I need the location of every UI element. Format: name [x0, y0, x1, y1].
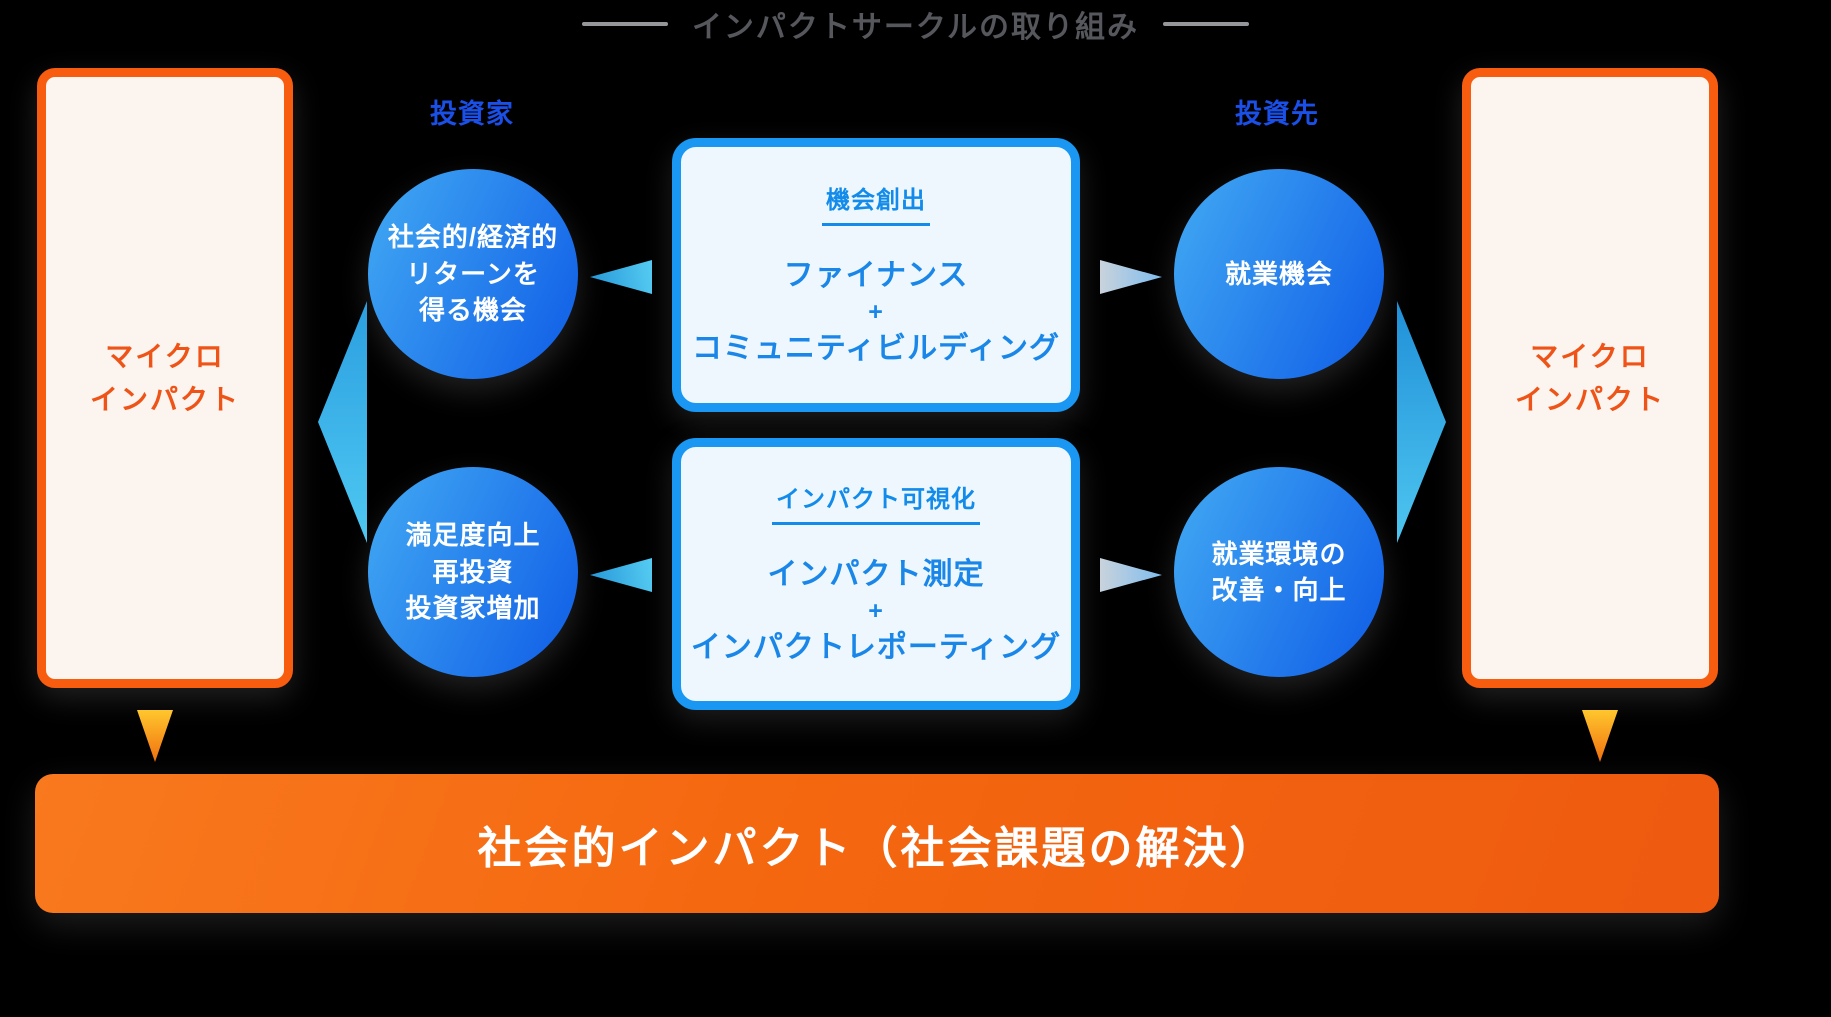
- action-box-impact-visualization: インパクト可視化 インパクト測定 + インパクトレポーティング: [672, 438, 1080, 710]
- circle-environment-line1: 就業環境の: [1211, 538, 1347, 569]
- diagram-title-row: インパクトサークルの取り組み: [0, 2, 1831, 46]
- down-arrow-right-icon: [1582, 710, 1618, 762]
- action-box-opportunity-creation: 機会創出 ファイナンス + コミュニティビルディング: [672, 138, 1080, 412]
- micro-impact-right-line2: インパクト: [1514, 384, 1665, 415]
- plus-sign: +: [868, 298, 884, 326]
- circle-work-environment: 就業環境の 改善・向上: [1174, 467, 1384, 677]
- title-dash-right-icon: [1163, 22, 1250, 26]
- opportunity-creation-header: 機会創出: [822, 180, 930, 226]
- circle-satisfaction-line2: 再投資: [432, 556, 514, 587]
- social-impact-bar: 社会的インパクト（社会課題の解決）: [35, 774, 1719, 913]
- social-impact-text: 社会的インパクト（社会課題の解決）: [477, 823, 1277, 873]
- circle-satisfaction-line1: 満足度向上: [405, 520, 541, 551]
- micro-impact-left-line1: マイクロ: [105, 340, 225, 372]
- opportunity-creation-line2: コミュニティビルディング: [691, 332, 1061, 365]
- micro-impact-left-line2: インパクト: [89, 384, 240, 415]
- big-arrow-right-icon: [1397, 301, 1446, 543]
- impact-visualization-body: インパクト測定 + インパクトレポーティング: [691, 553, 1061, 670]
- arrow-to-investor-top-icon: [590, 260, 652, 294]
- circle-employment-line1: 就業機会: [1224, 258, 1333, 289]
- investee-label: 投資先: [1235, 99, 1319, 129]
- opportunity-creation-body: ファイナンス + コミュニティビルディング: [692, 254, 1060, 371]
- circle-environment-line2: 改善・向上: [1211, 575, 1347, 605]
- impact-visualization-header: インパクト可視化: [772, 479, 980, 525]
- title-dash-left-icon: [581, 22, 668, 26]
- circle-satisfaction-line3: 投資家増加: [405, 593, 541, 624]
- circle-employment-opportunity: 就業機会: [1174, 169, 1384, 379]
- arrow-to-investee-top-icon: [1100, 260, 1162, 294]
- arrow-to-investee-bottom-icon: [1100, 558, 1162, 592]
- circle-return-line2: リターンを: [406, 258, 540, 289]
- plus-sign: +: [868, 597, 884, 625]
- investor-label: 投資家: [430, 99, 514, 129]
- circle-return-opportunity: 社会的/経済的 リターンを 得る機会: [368, 169, 578, 379]
- circle-satisfaction-reinvestment: 満足度向上 再投資 投資家増加: [368, 467, 578, 677]
- impact-visualization-line2: インパクトレポーティング: [690, 631, 1062, 664]
- down-arrow-left-icon: [137, 710, 173, 762]
- arrow-to-investor-bottom-icon: [590, 558, 652, 592]
- opportunity-creation-line1: ファイナンス: [783, 258, 969, 292]
- micro-impact-box-right: マイクロ インパクト: [1462, 68, 1718, 688]
- circle-return-line1: 社会的/経済的: [387, 222, 559, 253]
- micro-impact-right-line1: マイクロ: [1530, 340, 1650, 372]
- circle-return-line3: 得る機会: [418, 295, 527, 326]
- impact-visualization-line1: インパクト測定: [767, 557, 985, 591]
- big-arrow-left-icon: [318, 301, 367, 543]
- micro-impact-box-left: マイクロ インパクト: [37, 68, 293, 688]
- diagram-title: インパクトサークルの取り組み: [691, 11, 1140, 44]
